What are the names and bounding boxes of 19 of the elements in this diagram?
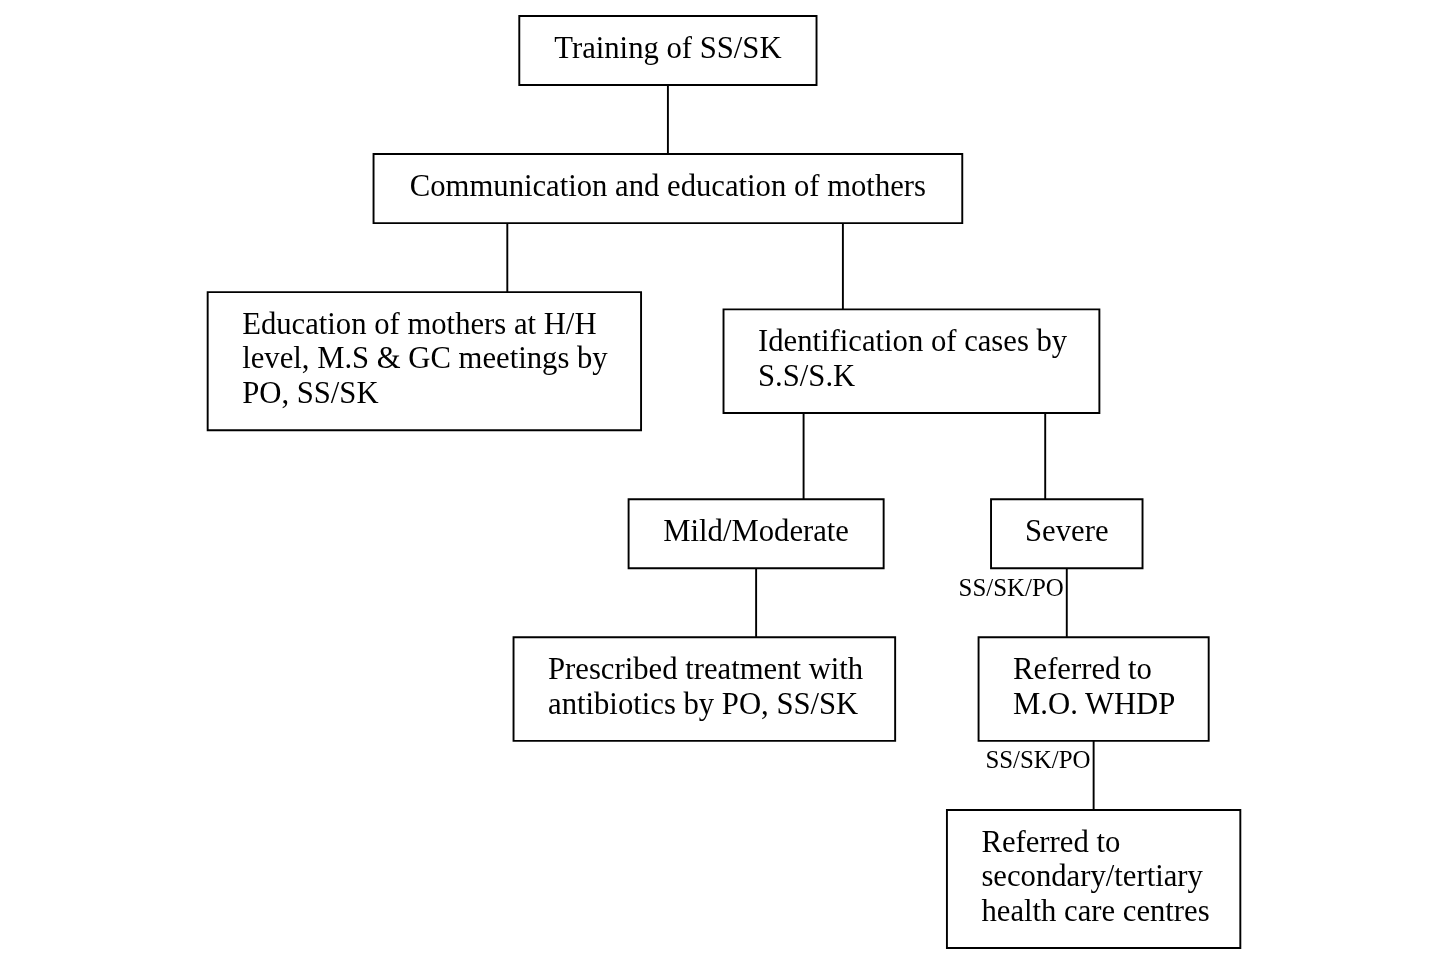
- connector: [1065, 568, 1068, 638]
- node-box: Training of SS/SK: [517, 15, 817, 86]
- connector: [666, 84, 669, 155]
- edge-label: SS/SK/PO: [984, 746, 1091, 774]
- connector: [802, 412, 805, 500]
- edge-label: SS/SK/PO: [958, 574, 1064, 602]
- node-box: Prescribed treatment with antibiotics by PO, SS/SK: [512, 636, 896, 742]
- connector: [505, 222, 508, 294]
- connector: [841, 222, 844, 311]
- connector: [1092, 740, 1095, 811]
- node-box: Mild/Moderate: [627, 498, 885, 570]
- node-box: Education of mothers at H/H level, M.S & GC meetings by PO, SS/SK: [206, 291, 642, 432]
- connector: [754, 568, 757, 638]
- connector: [1043, 412, 1046, 500]
- node-box: Communication and education of mothers: [372, 153, 963, 225]
- node-box: Identification of cases by S.S/S.K: [722, 308, 1100, 414]
- node-box: Severe: [989, 498, 1143, 570]
- node-box: Referred to M.O. WHDP: [977, 636, 1210, 742]
- node-box: Referred to secondary/tertiary health care centres: [945, 808, 1241, 949]
